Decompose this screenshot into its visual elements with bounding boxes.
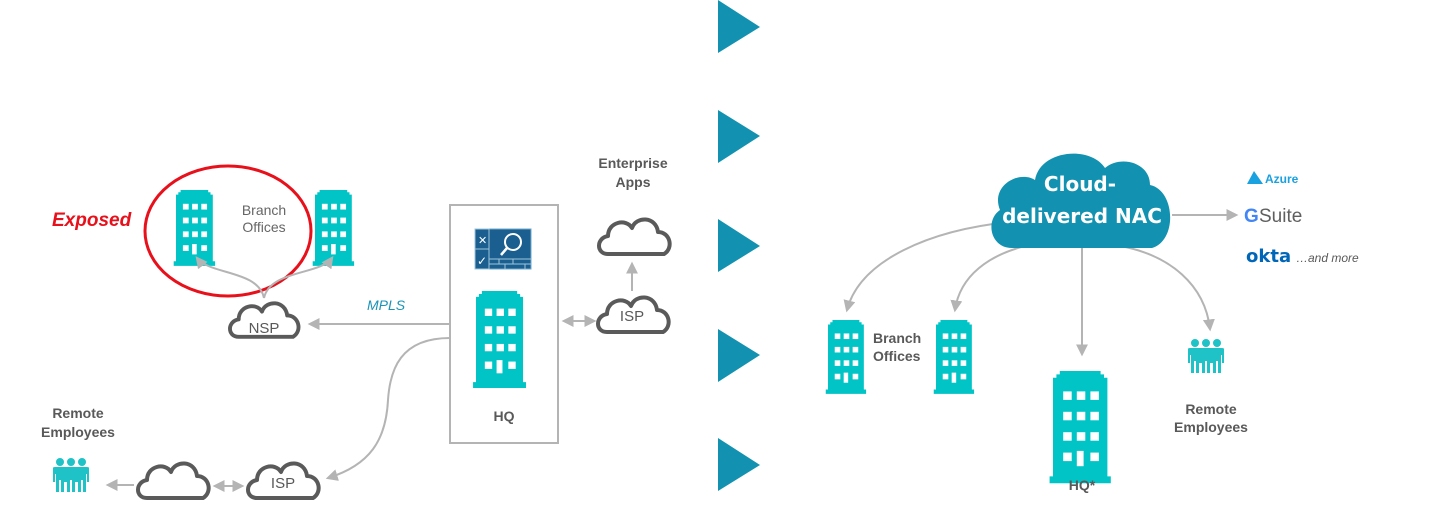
play-arrow-icon (718, 219, 760, 272)
remote-employees-label: Employees (1174, 419, 1248, 435)
cloud-nac-label: Cloud- (1044, 172, 1116, 196)
azure-icon (1247, 171, 1263, 184)
nsp-label: NSP (249, 320, 280, 337)
branch-offices-label: Branch (242, 202, 286, 218)
google-g-icon: G (1244, 206, 1259, 227)
nsp-to-branch-connector (263, 256, 334, 299)
hq-to-isp-bottom-connector (325, 337, 451, 481)
remote-employees-label: Employees (41, 424, 115, 440)
enterprise-apps-cloud-icon (597, 217, 672, 256)
nac-to-branch-connector (843, 221, 1011, 313)
branch-offices-label: Branch (873, 330, 921, 346)
cloud-nac-icon (991, 153, 1171, 248)
gsuite-logo: G Suite (1244, 206, 1302, 227)
enterprise-apps-label: Enterprise (598, 155, 667, 171)
svg-text:okta: okta (1246, 246, 1291, 267)
exposed-label: Exposed (52, 210, 132, 231)
play-arrow-icon (718, 0, 760, 53)
azure-logo: Azure (1247, 171, 1299, 186)
remote-employees-label: Remote (52, 405, 104, 421)
play-arrow-icon (718, 438, 760, 491)
internet-cloud-icon (136, 461, 211, 500)
hq-star-label: HQ* (1069, 477, 1096, 493)
svg-text:Suite: Suite (1259, 206, 1302, 227)
hq-building-icon (1049, 371, 1111, 484)
nsp-to-branch-connector (195, 256, 265, 299)
play-arrow-icon (718, 110, 760, 163)
exposed-highlight-ellipse (143, 164, 313, 298)
enterprise-apps-label: Apps (616, 174, 651, 190)
play-arrow-icon (718, 329, 760, 382)
svg-text:✓: ✓ (477, 254, 487, 268)
isp-bottom-label: ISP (271, 475, 295, 492)
hq-label: HQ (494, 408, 515, 424)
mpls-label: MPLS (367, 297, 406, 313)
remote-employees-label: Remote (1185, 401, 1237, 417)
svg-text:✕: ✕ (478, 234, 487, 247)
remote-employees-people-icon (1188, 339, 1224, 373)
cloud-nac-label: delivered NAC (1002, 204, 1162, 228)
branch-office-building-icon (825, 320, 867, 394)
branch-offices-label: Offices (242, 219, 285, 235)
svg-text:Azure: Azure (1265, 172, 1299, 186)
branch-office-building-icon (312, 190, 355, 266)
branch-offices-label: Offices (873, 348, 921, 364)
branch-office-building-icon (173, 190, 216, 266)
isp-top-label: ISP (620, 308, 644, 325)
hq-building-icon (473, 291, 526, 389)
svg-text:…and more: …and more (1296, 251, 1359, 265)
remote-employees-people-icon (53, 458, 89, 492)
nac-to-branch-connector (950, 245, 1026, 313)
nac-to-remote-connector (1119, 245, 1215, 332)
divider-arrows (718, 0, 760, 491)
branch-office-building-icon (933, 320, 975, 394)
firewall-inspection-icon: ✕ ✓ (474, 228, 532, 270)
okta-logo: okta …and more (1246, 246, 1359, 267)
